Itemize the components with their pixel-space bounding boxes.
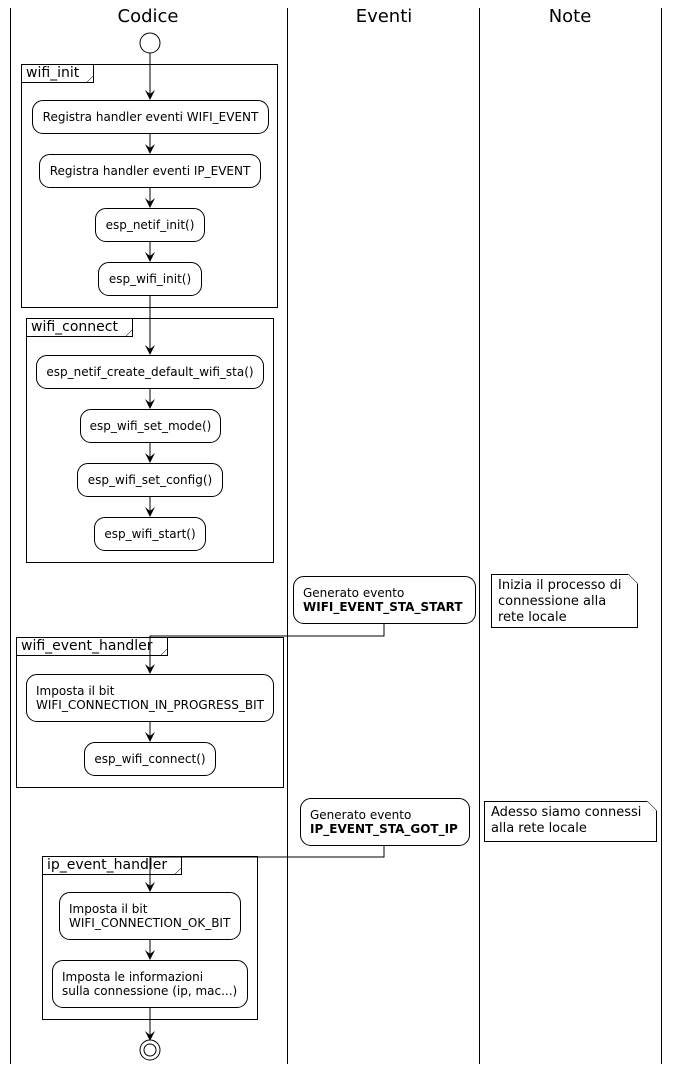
frame-label: wifi_event_handler: [17, 638, 168, 656]
activity-wifi-start: esp_wifi_start(): [94, 517, 206, 551]
lane-title-eventi: Eventi: [355, 6, 413, 27]
lane-divider: [287, 8, 288, 1064]
frame-wifi-connect: wifi_connect: [26, 318, 274, 563]
activity-register-ip-handler: Registra handler eventi IP_EVENT: [39, 154, 261, 188]
frame-label: wifi_init: [22, 65, 95, 83]
activity-set-config: esp_wifi_set_config(): [77, 463, 223, 497]
frame-wifi-event-handler: wifi_event_handler: [16, 637, 284, 788]
lane-title-codice: Codice: [117, 6, 179, 27]
activity-netif-init: esp_netif_init(): [95, 208, 205, 242]
start-node: [139, 32, 161, 54]
lane-divider: [479, 8, 480, 1064]
activity-create-default-sta: esp_netif_create_default_wifi_sta(): [36, 355, 264, 389]
activity-wifi-init: esp_wifi_init(): [98, 262, 202, 296]
note-connected: Adesso siamo connessi alla rete locale: [484, 801, 657, 842]
activity-wifi-connect: esp_wifi_connect(): [84, 742, 216, 776]
end-node-inner: [143, 1043, 157, 1057]
frame-label: wifi_connect: [27, 319, 133, 337]
frame-label: ip_event_handler: [43, 857, 183, 875]
lane-divider: [10, 8, 11, 1064]
activity-set-mode: esp_wifi_set_mode(): [80, 409, 221, 443]
lane-divider: [661, 8, 662, 1064]
note-start-connection: Inizia il processo di connessione alla r…: [491, 574, 638, 628]
activity-register-wifi-handler: Registra handler eventi WIFI_EVENT: [32, 100, 269, 134]
lane-title-note: Note: [548, 6, 592, 27]
